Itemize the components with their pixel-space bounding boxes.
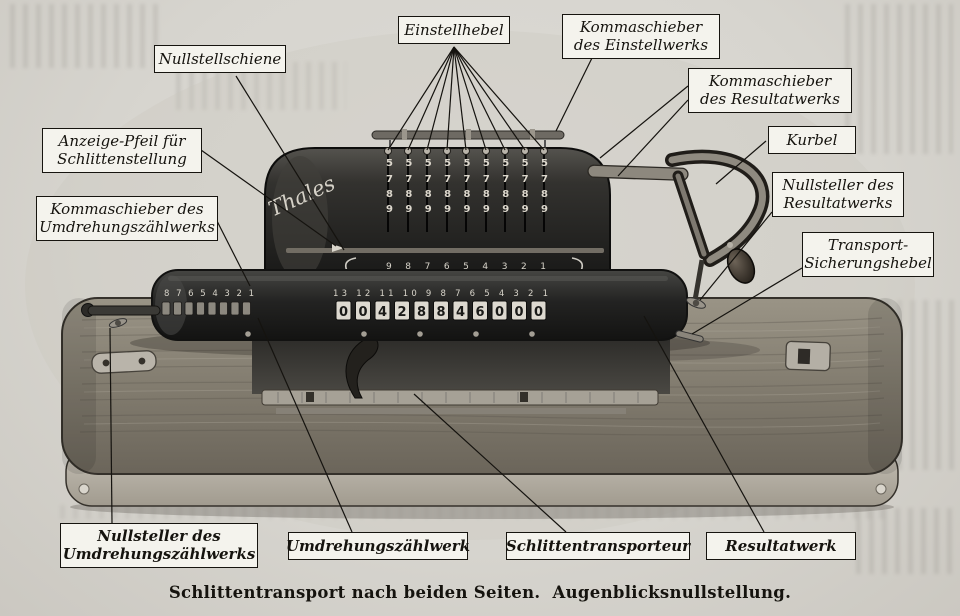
label-schlittentransporteur: Schlittentransporteur (506, 532, 690, 560)
setting-mechanism: Thales (264, 129, 611, 288)
leader-line (599, 85, 689, 159)
svg-text:6: 6 (475, 305, 484, 320)
carriage-transport-lever (345, 335, 379, 399)
einstellhebel-fan (387, 46, 545, 151)
label-kommaschieber-umdrehungszaehlwerk: Kommaschieber des Umdrehungszählwerks (36, 196, 218, 241)
base-foot (78, 483, 90, 495)
leader-lines (109, 46, 803, 533)
label-umdrehungszaehlwerk: Umdrehungszählwerk (286, 532, 470, 560)
leader-line (109, 327, 113, 524)
label-kurbel: Kurbel (768, 126, 856, 154)
leader-line (643, 315, 765, 533)
leader-line (555, 57, 593, 132)
counter-scale: 8 7 6 5 4 3 2 1 (164, 289, 254, 299)
svg-text:0: 0 (495, 305, 504, 320)
result-windows (335, 300, 547, 321)
figure-caption: Schlittentransport nach beiden Seiten. A… (168, 583, 792, 602)
carriage: 8 7 6 5 4 3 2 1 13 12 11 10 9 8 7 6 5 4 … (151, 269, 688, 341)
result-zeroing-wingnut (686, 297, 706, 309)
label-einstellhebel: Einstellhebel (398, 16, 510, 44)
leader-line (200, 149, 337, 247)
label-resultatwerk: Resultatwerk (706, 532, 856, 560)
svg-text:4: 4 (456, 305, 465, 320)
crank-knob-screw (727, 242, 733, 248)
page-smudge (60, 505, 890, 519)
leader-line (691, 267, 803, 335)
label-nullsteller-resultatwerk: Nullsteller des Resultatwerks (772, 172, 904, 217)
front-rack (261, 389, 659, 406)
svg-text:8: 8 (436, 305, 445, 320)
svg-text:4: 4 (378, 305, 387, 320)
setting-front-scale: 9 8 7 6 5 4 3 2 1 (386, 262, 546, 272)
crank (587, 149, 770, 284)
label-transport-sicherungshebel: Transport-Sicherungshebel (802, 232, 934, 277)
svg-text:8: 8 (417, 305, 426, 320)
leader-line (715, 140, 767, 185)
label-kommaschieber-resultatwerk: Kommaschieber des Resultatwerks (688, 68, 852, 113)
base-plate-left (91, 350, 157, 374)
leader-line (257, 317, 353, 533)
label-kommaschieber-einstellwerk: Kommaschieber des Einstellwerks (562, 14, 720, 59)
label-anzeige-pfeil: Anzeige-Pfeil für Schlittenstellung (42, 128, 202, 173)
svg-text:0: 0 (514, 305, 523, 320)
setting-lever-heads (384, 147, 548, 155)
svg-text:7 7 7 7 7 7 7 7 7: 7 7 7 7 7 7 7 7 7 (386, 174, 548, 185)
page-smudge (845, 4, 953, 154)
carriage-scale: 13 12 11 10 9 8 7 6 5 4 3 2 1 (333, 289, 548, 299)
machine-underside (252, 335, 670, 414)
left-rod (87, 305, 161, 316)
setting-digit-rows: 5 5 5 5 5 5 5 5 5 7 7 7 7 7 7 7 7 7 8 8 … (386, 158, 548, 215)
leader-line (413, 393, 567, 533)
transport-lock-lever (675, 330, 704, 343)
counter-windows (161, 301, 251, 316)
leader-line (235, 75, 345, 251)
label-nullsteller-umdrehungszaehlwerk: Nullsteller des Umdrehungszählwerks (60, 523, 258, 568)
label-nullstellschiene: Nullstellschiene (154, 45, 286, 73)
svg-text:0: 0 (534, 305, 543, 320)
page-smudge (10, 4, 160, 68)
carriage-fittings (81, 259, 706, 343)
zeroing-rail (286, 248, 604, 253)
svg-text:5 5 5 5 5 5 5 5 5: 5 5 5 5 5 5 5 5 5 (386, 158, 548, 169)
base-foot (875, 483, 887, 495)
svg-text:0: 0 (339, 305, 348, 320)
result-digits: 0 0 4 2 8 8 4 6 0 0 0 (339, 305, 543, 320)
svg-text:9 9 9 9 9 9 9 9 9: 9 9 9 9 9 9 9 9 9 (386, 204, 548, 215)
page-smudge (856, 508, 956, 574)
leader-line (699, 211, 773, 301)
counter-zeroing-wingnut (108, 318, 128, 328)
base-plate-right (785, 340, 831, 372)
svg-text:8 8 8 8 8 8 8 8 8: 8 8 8 8 8 8 8 8 8 (386, 189, 548, 200)
leader-line (617, 99, 689, 177)
svg-text:0: 0 (358, 305, 367, 320)
leader-line (215, 218, 251, 287)
setting-slots (387, 153, 545, 232)
svg-text:2: 2 (397, 305, 406, 320)
comma-slider-tabs (245, 331, 535, 337)
